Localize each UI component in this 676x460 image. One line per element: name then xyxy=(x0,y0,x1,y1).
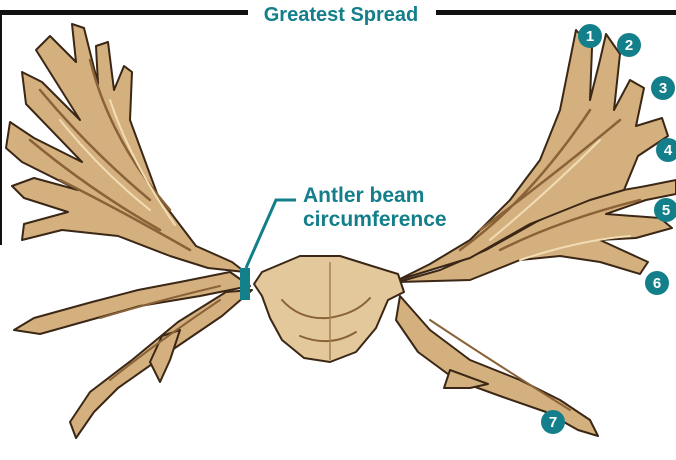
skull xyxy=(254,256,404,362)
beam-label-line-1: Antler beam xyxy=(303,184,483,208)
tine-number-7: 7 xyxy=(549,414,557,431)
tine-number-4: 4 xyxy=(664,142,673,159)
greatest-spread-title: Greatest Spread xyxy=(248,2,434,28)
tine-badge-6: 6 xyxy=(645,271,669,295)
tine-badge-7: 7 xyxy=(541,410,565,434)
tine-number-2: 2 xyxy=(625,37,633,54)
tine-number-5: 5 xyxy=(662,202,670,219)
beam-leader-line xyxy=(246,200,296,268)
tine-number-3: 3 xyxy=(659,80,667,97)
beam-label-line-2: circumference xyxy=(303,208,483,232)
tine-number-6: 6 xyxy=(653,275,661,292)
tine-badge-3: 3 xyxy=(651,76,675,100)
tine-badge-1: 1 xyxy=(578,24,602,48)
left-antler xyxy=(6,24,252,438)
tine-number-1: 1 xyxy=(586,28,594,45)
spread-rule-right xyxy=(436,10,676,15)
spread-rule-left xyxy=(0,10,248,15)
tine-badge-2: 2 xyxy=(617,33,641,57)
antler-beam-label: Antler beam circumference xyxy=(303,184,483,232)
right-antler xyxy=(396,30,676,436)
spread-rule-left-drop xyxy=(0,10,2,245)
beam-circumference-band xyxy=(240,268,250,300)
